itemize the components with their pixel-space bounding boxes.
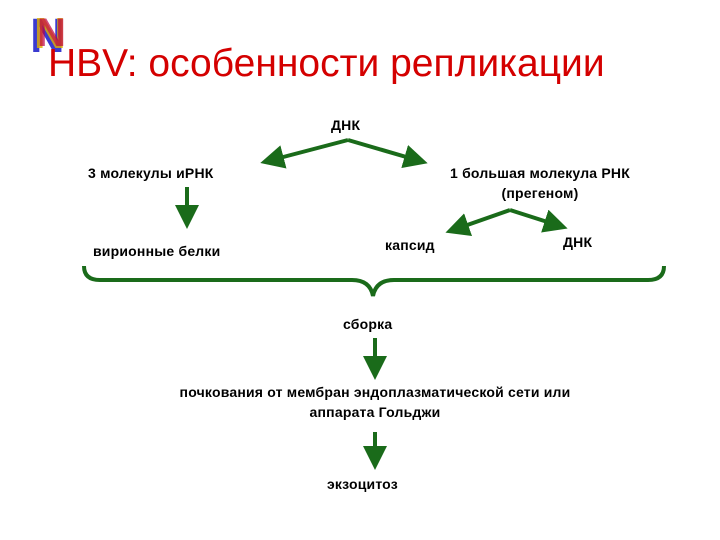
arrow-dna-to-pregenome [347, 138, 428, 169]
node-virion-proteins: вирионные белки [93, 243, 221, 259]
svg-text:N: N [37, 11, 66, 55]
node-dna-right: ДНК [563, 234, 593, 250]
svg-text:N: N [30, 10, 65, 60]
node-pregenome-line1: 1 большая молекула РНК [450, 165, 630, 181]
node-budding-line1: почкования от мембран эндоплазматической… [179, 384, 571, 400]
page-title: HBV: особенности репликации [48, 42, 605, 85]
arrow-dna-to-mrna [260, 138, 349, 169]
arrow-pregenome-to-dna [509, 208, 568, 233]
node-mrna: 3 молекулы иРНК [88, 165, 214, 181]
node-pregenome-line2: (прегеном) [501, 185, 579, 201]
node-budding-line2: аппарата Гольджи [309, 404, 441, 420]
assembly-brace [82, 265, 666, 297]
arrow-pregenome-to-capsid [445, 208, 511, 237]
node-assembly: сборка [343, 316, 393, 332]
node-dna-top: ДНК [331, 117, 361, 133]
logo-n: N N N [30, 9, 66, 60]
svg-text:N: N [34, 9, 66, 58]
node-capsid: капсид [385, 237, 435, 253]
node-exocytosis: экзоцитоз [327, 476, 398, 492]
